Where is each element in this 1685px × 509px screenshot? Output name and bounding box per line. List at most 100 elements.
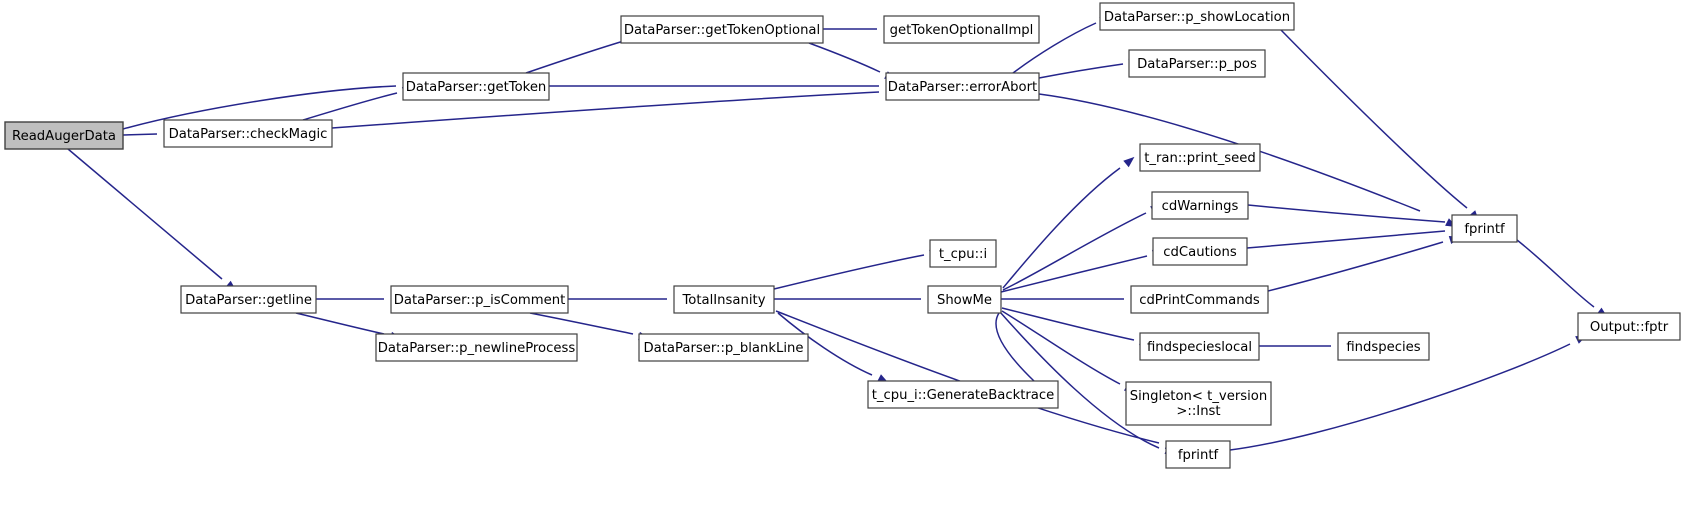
edge-pshowlocation-to-fprintf_top — [1280, 29, 1480, 222]
arrowhead-icon — [1123, 156, 1135, 168]
node-box[interactable] — [375, 333, 578, 362]
node-label: DataParser::getline — [185, 293, 312, 308]
node-label: fprintf — [1464, 222, 1505, 237]
graph-node-showme[interactable]: ShowMe — [927, 285, 1002, 314]
edge-line — [525, 39, 628, 74]
graph-node-fprintf_top[interactable]: fprintf — [1451, 214, 1518, 243]
graph-node-totalinsanity[interactable]: TotalInsanity — [673, 285, 775, 314]
edge-line — [775, 310, 1160, 444]
node-label: DataParser::getTokenOptional — [624, 23, 820, 38]
graph-node-printseed[interactable]: t_ran::print_seed — [1139, 143, 1261, 172]
edge-line — [302, 92, 398, 121]
node-box[interactable] — [4, 121, 124, 150]
node-box[interactable] — [638, 333, 809, 362]
edge-line — [1038, 63, 1124, 79]
edge-line — [1516, 239, 1595, 308]
edge-totalinsanity-to-showme — [774, 294, 939, 304]
node-box[interactable] — [402, 72, 550, 101]
node-box[interactable] — [163, 119, 333, 148]
edge-fprintf_top-to-outputfptr — [1516, 239, 1608, 318]
node-label: DataParser::checkMagic — [169, 127, 328, 142]
node-label: DataParser::p_pos — [1137, 57, 1257, 72]
node-box[interactable] — [1165, 440, 1231, 469]
graph-node-gettokenoptionalimpl[interactable]: getTokenOptionalImpl — [883, 15, 1040, 44]
node-box[interactable] — [929, 239, 997, 268]
node-box[interactable] — [180, 285, 317, 314]
node-box[interactable] — [1139, 143, 1261, 172]
graph-node-outputfptr[interactable]: Output::fptr — [1577, 312, 1681, 341]
node-label: DataParser::getToken — [406, 80, 547, 95]
node-box[interactable] — [620, 15, 824, 44]
graph-node-findspecieslocal[interactable]: findspecieslocal — [1139, 332, 1260, 361]
graph-node-checkmagic[interactable]: DataParser::checkMagic — [163, 119, 333, 148]
edge-line — [67, 148, 223, 280]
graph-node-pblankline[interactable]: DataParser::p_blankLine — [638, 333, 809, 362]
graph-node-gettokenoptional[interactable]: DataParser::getTokenOptional — [620, 15, 824, 44]
node-label: cdCautions — [1163, 245, 1237, 260]
node-box[interactable] — [1451, 214, 1518, 243]
graph-node-ppos[interactable]: DataParser::p_pos — [1128, 49, 1266, 78]
node-label: fprintf — [1178, 448, 1219, 463]
edge-showme-to-findspecieslocal — [1001, 307, 1151, 346]
edge-gettoken-to-errorabort — [549, 81, 897, 91]
node-box[interactable] — [885, 72, 1040, 101]
graph-node-cdwarnings[interactable]: cdWarnings — [1151, 191, 1249, 220]
edge-totalinsanity-to-tcpui — [773, 249, 941, 290]
edge-showme-to-cdwarnings — [1002, 205, 1162, 291]
node-box[interactable] — [1152, 237, 1248, 266]
node-box[interactable] — [1577, 312, 1681, 341]
graph-node-fprintf_bottom[interactable]: fprintf — [1165, 440, 1231, 469]
edge-line — [1002, 167, 1121, 289]
node-label: Singleton< t_version — [1130, 389, 1267, 404]
graph-node-gettoken[interactable]: DataParser::getToken — [402, 72, 550, 101]
graph-node-pnewlineprocess[interactable]: DataParser::p_newlineProcess — [375, 333, 578, 362]
node-label: getTokenOptionalImpl — [890, 23, 1034, 38]
node-box[interactable] — [1139, 332, 1260, 361]
node-label: ShowMe — [937, 293, 992, 308]
graph-node-tcpui[interactable]: t_cpu::i — [929, 239, 997, 268]
graph-node-piscomment[interactable]: DataParser::p_isComment — [390, 285, 569, 314]
node-box[interactable] — [867, 380, 1059, 409]
node-box[interactable] — [1151, 191, 1249, 220]
edge-line — [1000, 255, 1148, 293]
node-label: cdPrintCommands — [1139, 293, 1260, 308]
graph-node-cdcautions[interactable]: cdCautions — [1152, 237, 1248, 266]
node-box[interactable] — [1130, 285, 1269, 314]
graph-node-pshowlocation[interactable]: DataParser::p_showLocation — [1099, 2, 1295, 31]
node-box[interactable] — [390, 285, 569, 314]
edge-line — [999, 311, 1160, 449]
node-label: DataParser::p_blankLine — [644, 341, 804, 356]
edge-line — [1001, 307, 1135, 341]
node-box[interactable] — [673, 285, 775, 314]
node-label: >::Inst — [1176, 404, 1220, 419]
edge-showme-to-cdcautions — [1000, 249, 1164, 293]
node-box[interactable] — [1099, 2, 1295, 31]
edge-line — [1246, 230, 1446, 249]
graph-node-errorabort[interactable]: DataParser::errorAbort — [885, 72, 1040, 101]
edge-errorabort-to-ppos — [1038, 58, 1140, 79]
edge-line — [1229, 343, 1571, 451]
graph-node-generatebacktrace[interactable]: t_cpu_i::GenerateBacktrace — [867, 380, 1059, 409]
edge-line — [122, 133, 158, 136]
node-box[interactable] — [1337, 332, 1430, 361]
node-label: findspecies — [1346, 340, 1420, 355]
graph-node-cdprintcommands[interactable]: cdPrintCommands — [1130, 285, 1269, 314]
edge-line — [1012, 22, 1097, 74]
edge-checkmagic-to-gettoken — [302, 86, 414, 121]
graph-node-readaugerdata[interactable]: ReadAugerData — [4, 121, 124, 150]
node-box[interactable] — [1125, 381, 1272, 426]
edge-showme-to-printseed — [1002, 156, 1135, 289]
graph-node-findspecies[interactable]: findspecies — [1337, 332, 1430, 361]
node-box[interactable] — [883, 15, 1040, 44]
graph-node-getline[interactable]: DataParser::getline — [180, 285, 317, 314]
edge-line — [1001, 310, 1121, 385]
node-box[interactable] — [927, 285, 1002, 314]
graph-node-singleton[interactable]: Singleton< t_version>::Inst — [1125, 381, 1272, 426]
node-box[interactable] — [1128, 49, 1266, 78]
node-label: TotalInsanity — [682, 293, 766, 308]
edge-line — [808, 42, 881, 73]
edge-cdprintcommands-to-fprintf_top — [1267, 235, 1461, 292]
edge-cdcautions-to-fprintf_top — [1246, 225, 1463, 249]
edge-line — [1002, 212, 1147, 291]
edge-line — [777, 312, 873, 376]
